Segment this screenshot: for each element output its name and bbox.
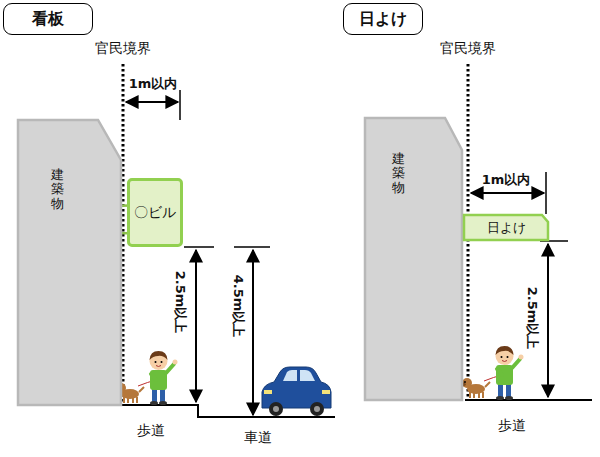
shape-outline <box>365 118 462 400</box>
dimension-label: 1m以内 <box>482 171 531 189</box>
dimension-label: 4.5m以上 <box>231 275 246 338</box>
awning-shape: 日よけ <box>464 215 548 240</box>
dimension-label: 2.5m以上 <box>173 271 188 334</box>
boundary-label: 官民境界 <box>440 40 496 58</box>
dimension-label: 1m以内 <box>482 172 531 187</box>
dimension-arrow <box>195 250 197 402</box>
panel-title: 日よけ <box>359 9 407 30</box>
dimension-arrow <box>471 192 544 194</box>
node-text: 建築物 <box>392 152 405 195</box>
dimension-label: 2.5m以上 <box>525 287 540 350</box>
node-text: 日よけ <box>487 219 526 237</box>
node-text: 〇ビル <box>134 204 176 222</box>
dimension-tick <box>234 246 270 248</box>
dimension-tick <box>545 172 547 214</box>
area-label: 歩道 <box>498 417 526 433</box>
dimension-label: 2.5m以上 <box>171 271 189 334</box>
node-text: 建築物 <box>51 168 64 211</box>
panel-title-box: 看板 <box>3 3 93 35</box>
area-label: 車道 <box>244 429 272 445</box>
boundary-label: 官民境界 <box>95 40 151 56</box>
area-label: 歩道 <box>498 417 526 435</box>
panel-title: 看板 <box>32 9 64 30</box>
dimension-arrow <box>252 250 254 415</box>
signboard-box: 〇ビル <box>127 178 183 247</box>
dimension-arrow <box>547 244 549 397</box>
shape-outline <box>365 118 462 400</box>
panel-title-box: 日よけ <box>343 3 423 35</box>
area-label: 歩道 <box>137 422 165 440</box>
pedestrian-illustration <box>462 346 524 400</box>
dimension-label: 1m以内 <box>129 76 178 91</box>
dimension-label: 4.5m以上 <box>229 275 247 338</box>
dimension-tick <box>184 246 214 248</box>
building-shape: 建築物 <box>18 120 121 405</box>
area-label: 車道 <box>244 429 272 447</box>
shape-outline <box>464 215 548 240</box>
shape-outline <box>18 120 121 405</box>
building-shape: 建築物 <box>365 118 462 400</box>
ground-line <box>465 399 592 401</box>
dimension-arrow <box>126 101 178 103</box>
dimension-label: 1m以内 <box>129 75 178 93</box>
area-label: 歩道 <box>137 422 165 438</box>
pedestrian-illustration <box>116 351 178 405</box>
boundary-label: 官民境界 <box>95 40 151 58</box>
boundary-label: 官民境界 <box>440 40 496 56</box>
car-illustration <box>262 367 331 416</box>
dimension-tick <box>179 90 181 120</box>
shape-outline <box>18 120 121 405</box>
dimension-label: 2.5m以上 <box>523 287 541 350</box>
